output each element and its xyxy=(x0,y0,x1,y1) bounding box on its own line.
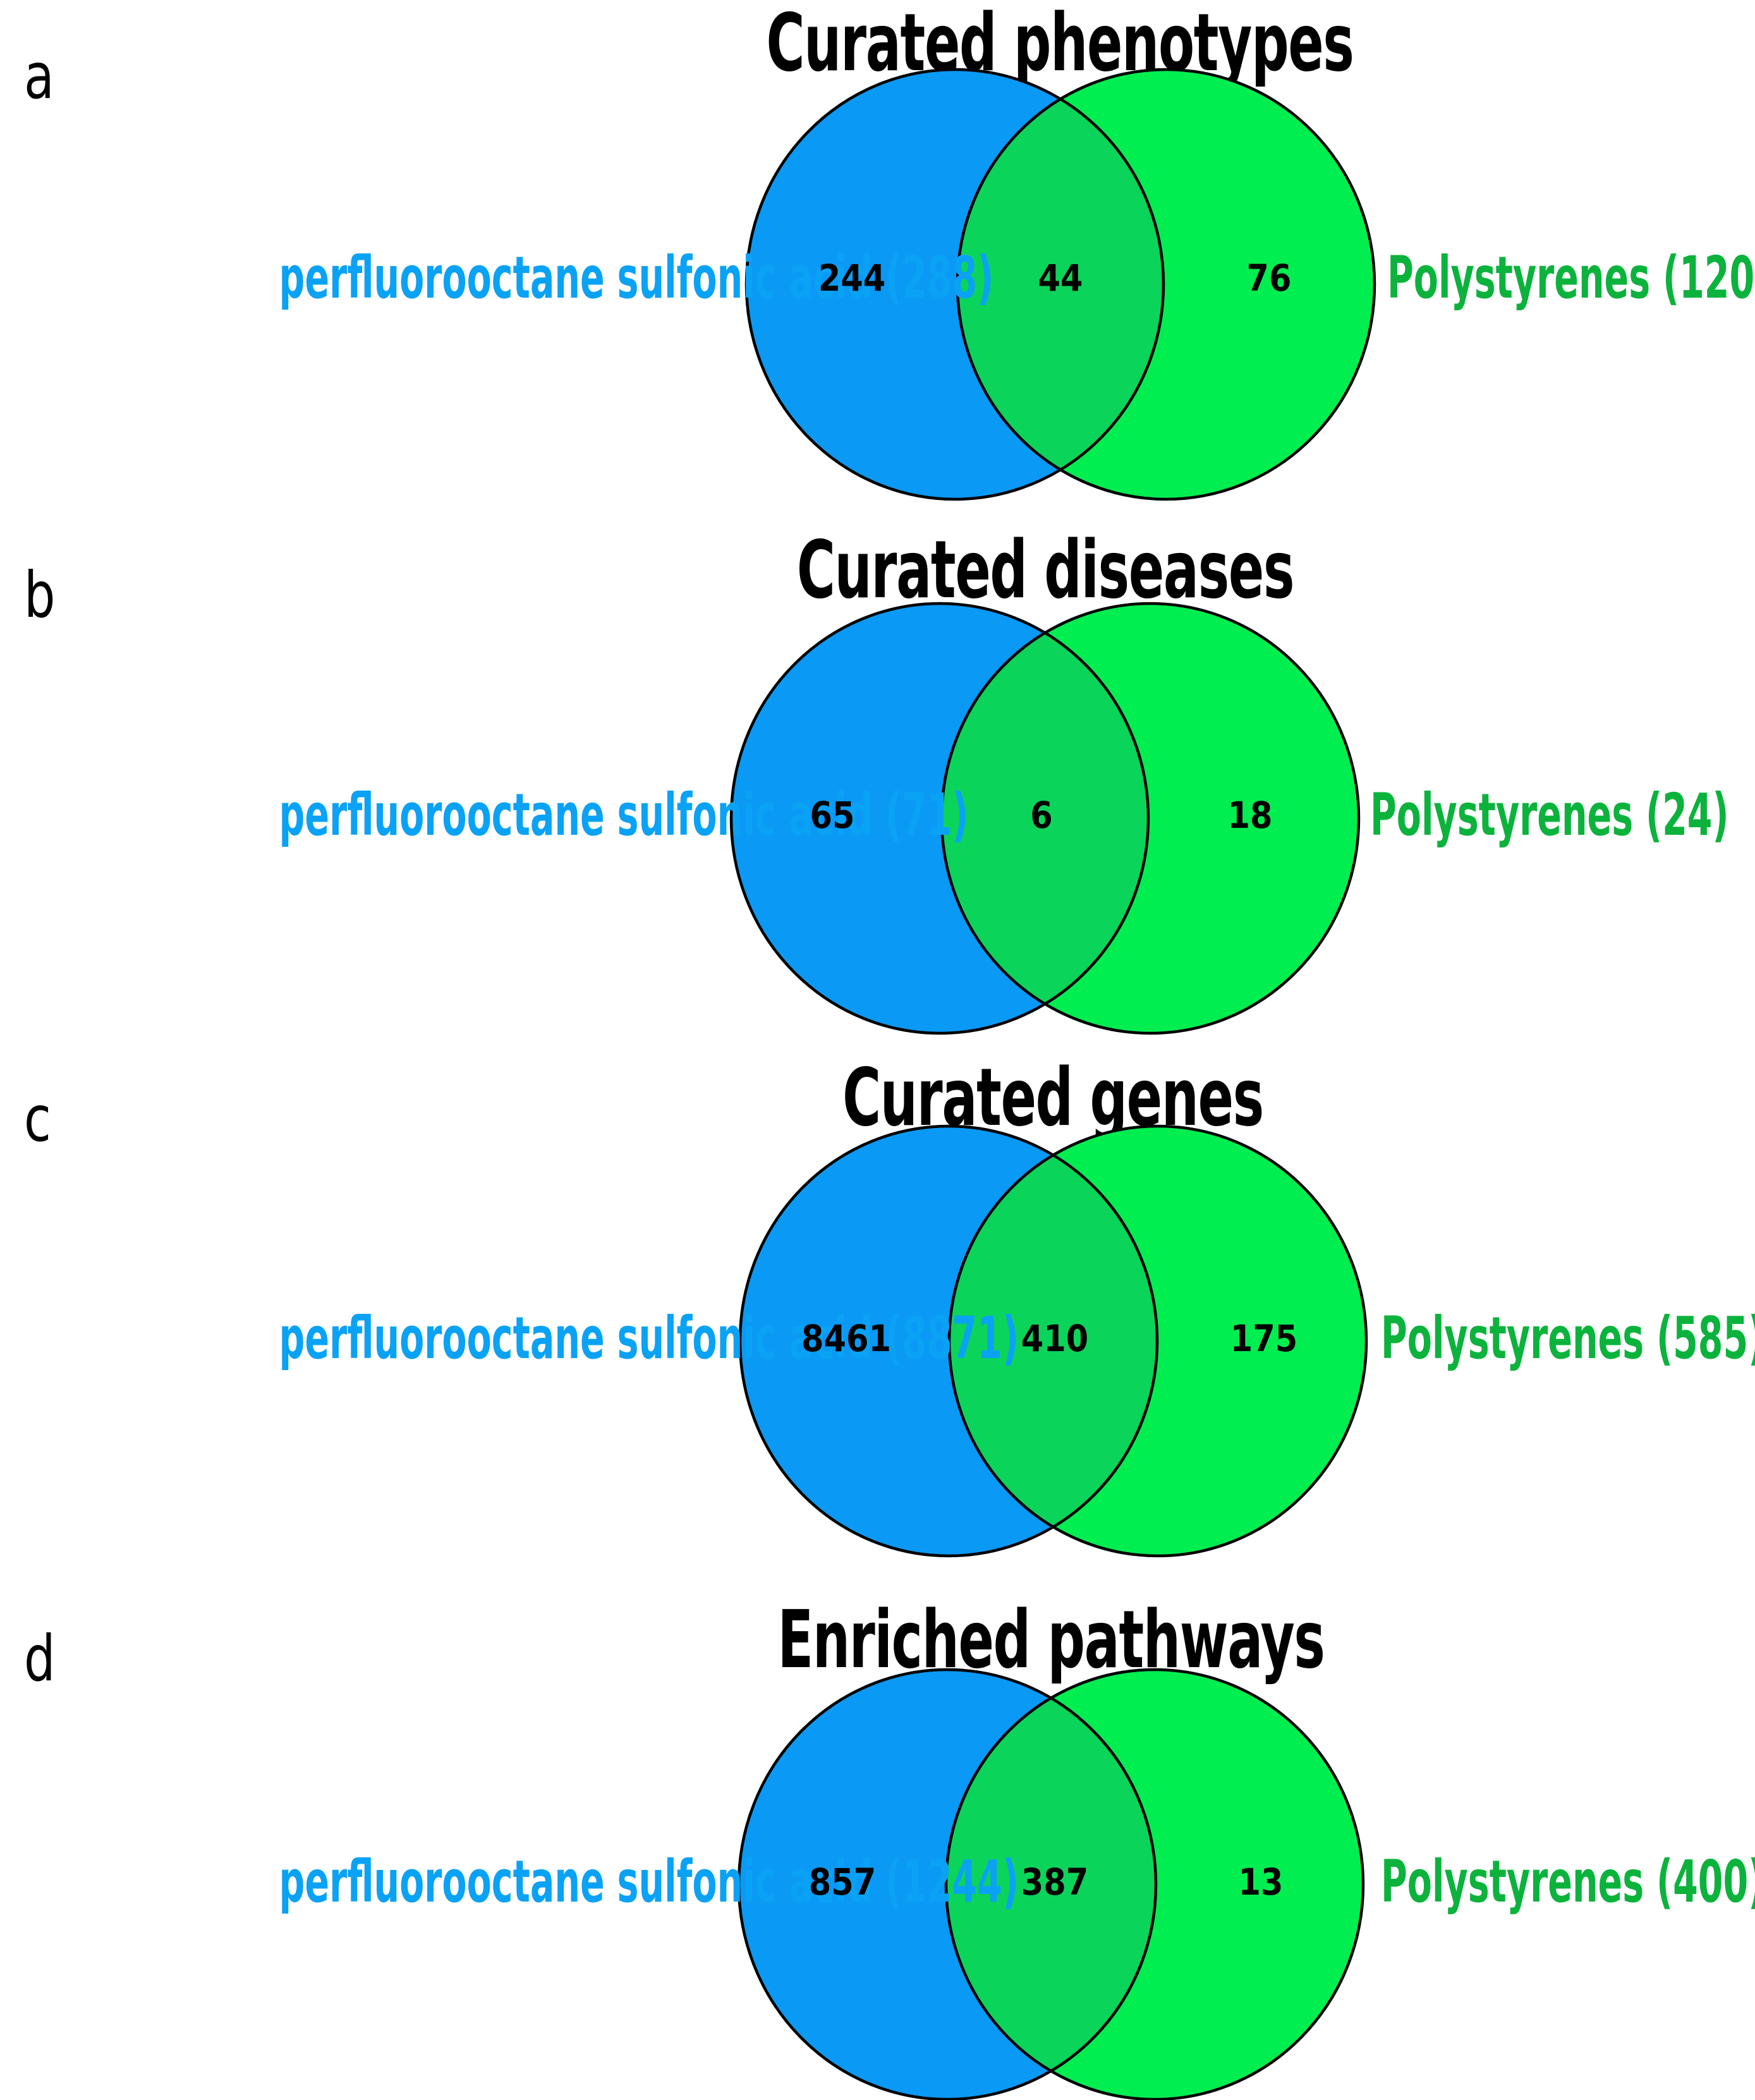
panel-c-intersection-count: 410 xyxy=(1021,1317,1089,1360)
panel-a-left-set-label: perfluorooctane sulfonic acid (288) xyxy=(279,244,994,312)
left-set-outline xyxy=(738,1124,1159,1558)
overlap-region xyxy=(949,1126,1157,1556)
panel-a-left-only-count: 244 xyxy=(818,257,886,300)
panel-d-letter: d xyxy=(24,1622,56,1696)
panel-a-intersection-count: 44 xyxy=(1038,257,1083,300)
panel-b-right-only-count: 18 xyxy=(1227,794,1273,837)
panel-d-intersection-count: 387 xyxy=(1021,1860,1089,1903)
left-set-outline xyxy=(744,68,1165,501)
right-set-outline xyxy=(947,1124,1368,1558)
panel-d-left-set-label: perfluorooctane sulfonic acid (1244) xyxy=(279,1848,1019,1915)
panel-c-right-set-label: Polystyrenes (585) xyxy=(1381,1304,1755,1372)
panel-b-venn-diagram xyxy=(729,602,1361,1035)
panel-b-intersection-count: 6 xyxy=(1030,794,1053,837)
left-set-outline xyxy=(729,602,1150,1035)
panel-c-right-only-count: 175 xyxy=(1230,1317,1298,1360)
right-set-outline xyxy=(956,68,1376,501)
panel-c-left-set-label: perfluorooctane sulfonic acid (8871) xyxy=(279,1304,1019,1372)
panel-d-title: Enriched pathways xyxy=(777,1593,1325,1686)
panel-a-right-set-label: Polystyrenes (120) xyxy=(1387,244,1755,312)
panel-c-title: Curated genes xyxy=(842,1051,1264,1144)
panel-b-left-only-count: 65 xyxy=(810,794,855,837)
panel-d-left-only-count: 857 xyxy=(808,1860,877,1903)
overlap-region xyxy=(942,604,1148,1033)
left-set-outline xyxy=(737,1668,1158,2100)
panel-b-title: Curated diseases xyxy=(796,523,1295,616)
panel-a-title: Curated phenotypes xyxy=(766,0,1354,89)
panel-d-venn-diagram xyxy=(737,1668,1365,2100)
panel-b-letter: b xyxy=(24,558,56,632)
panel-c-venn-diagram xyxy=(738,1124,1368,1558)
panel-a-letter: a xyxy=(24,39,54,113)
panel-d-right-only-count: 13 xyxy=(1238,1860,1284,1903)
panel-a-right-only-count: 76 xyxy=(1246,257,1292,300)
right-set-outline xyxy=(940,602,1361,1035)
panel-c-left-only-count: 8461 xyxy=(801,1317,892,1360)
panel-b-left-set-label: perfluorooctane sulfonic acid (71) xyxy=(279,781,969,849)
panel-b-right-set-label: Polystyrenes (24) xyxy=(1370,781,1729,849)
overlap-region xyxy=(957,70,1163,499)
panel-d-right-set-label: Polystyrenes (400) xyxy=(1381,1848,1755,1915)
panel-c-letter: c xyxy=(24,1082,51,1156)
right-set-outline xyxy=(944,1668,1365,2100)
panel-a-venn-diagram xyxy=(744,68,1376,501)
